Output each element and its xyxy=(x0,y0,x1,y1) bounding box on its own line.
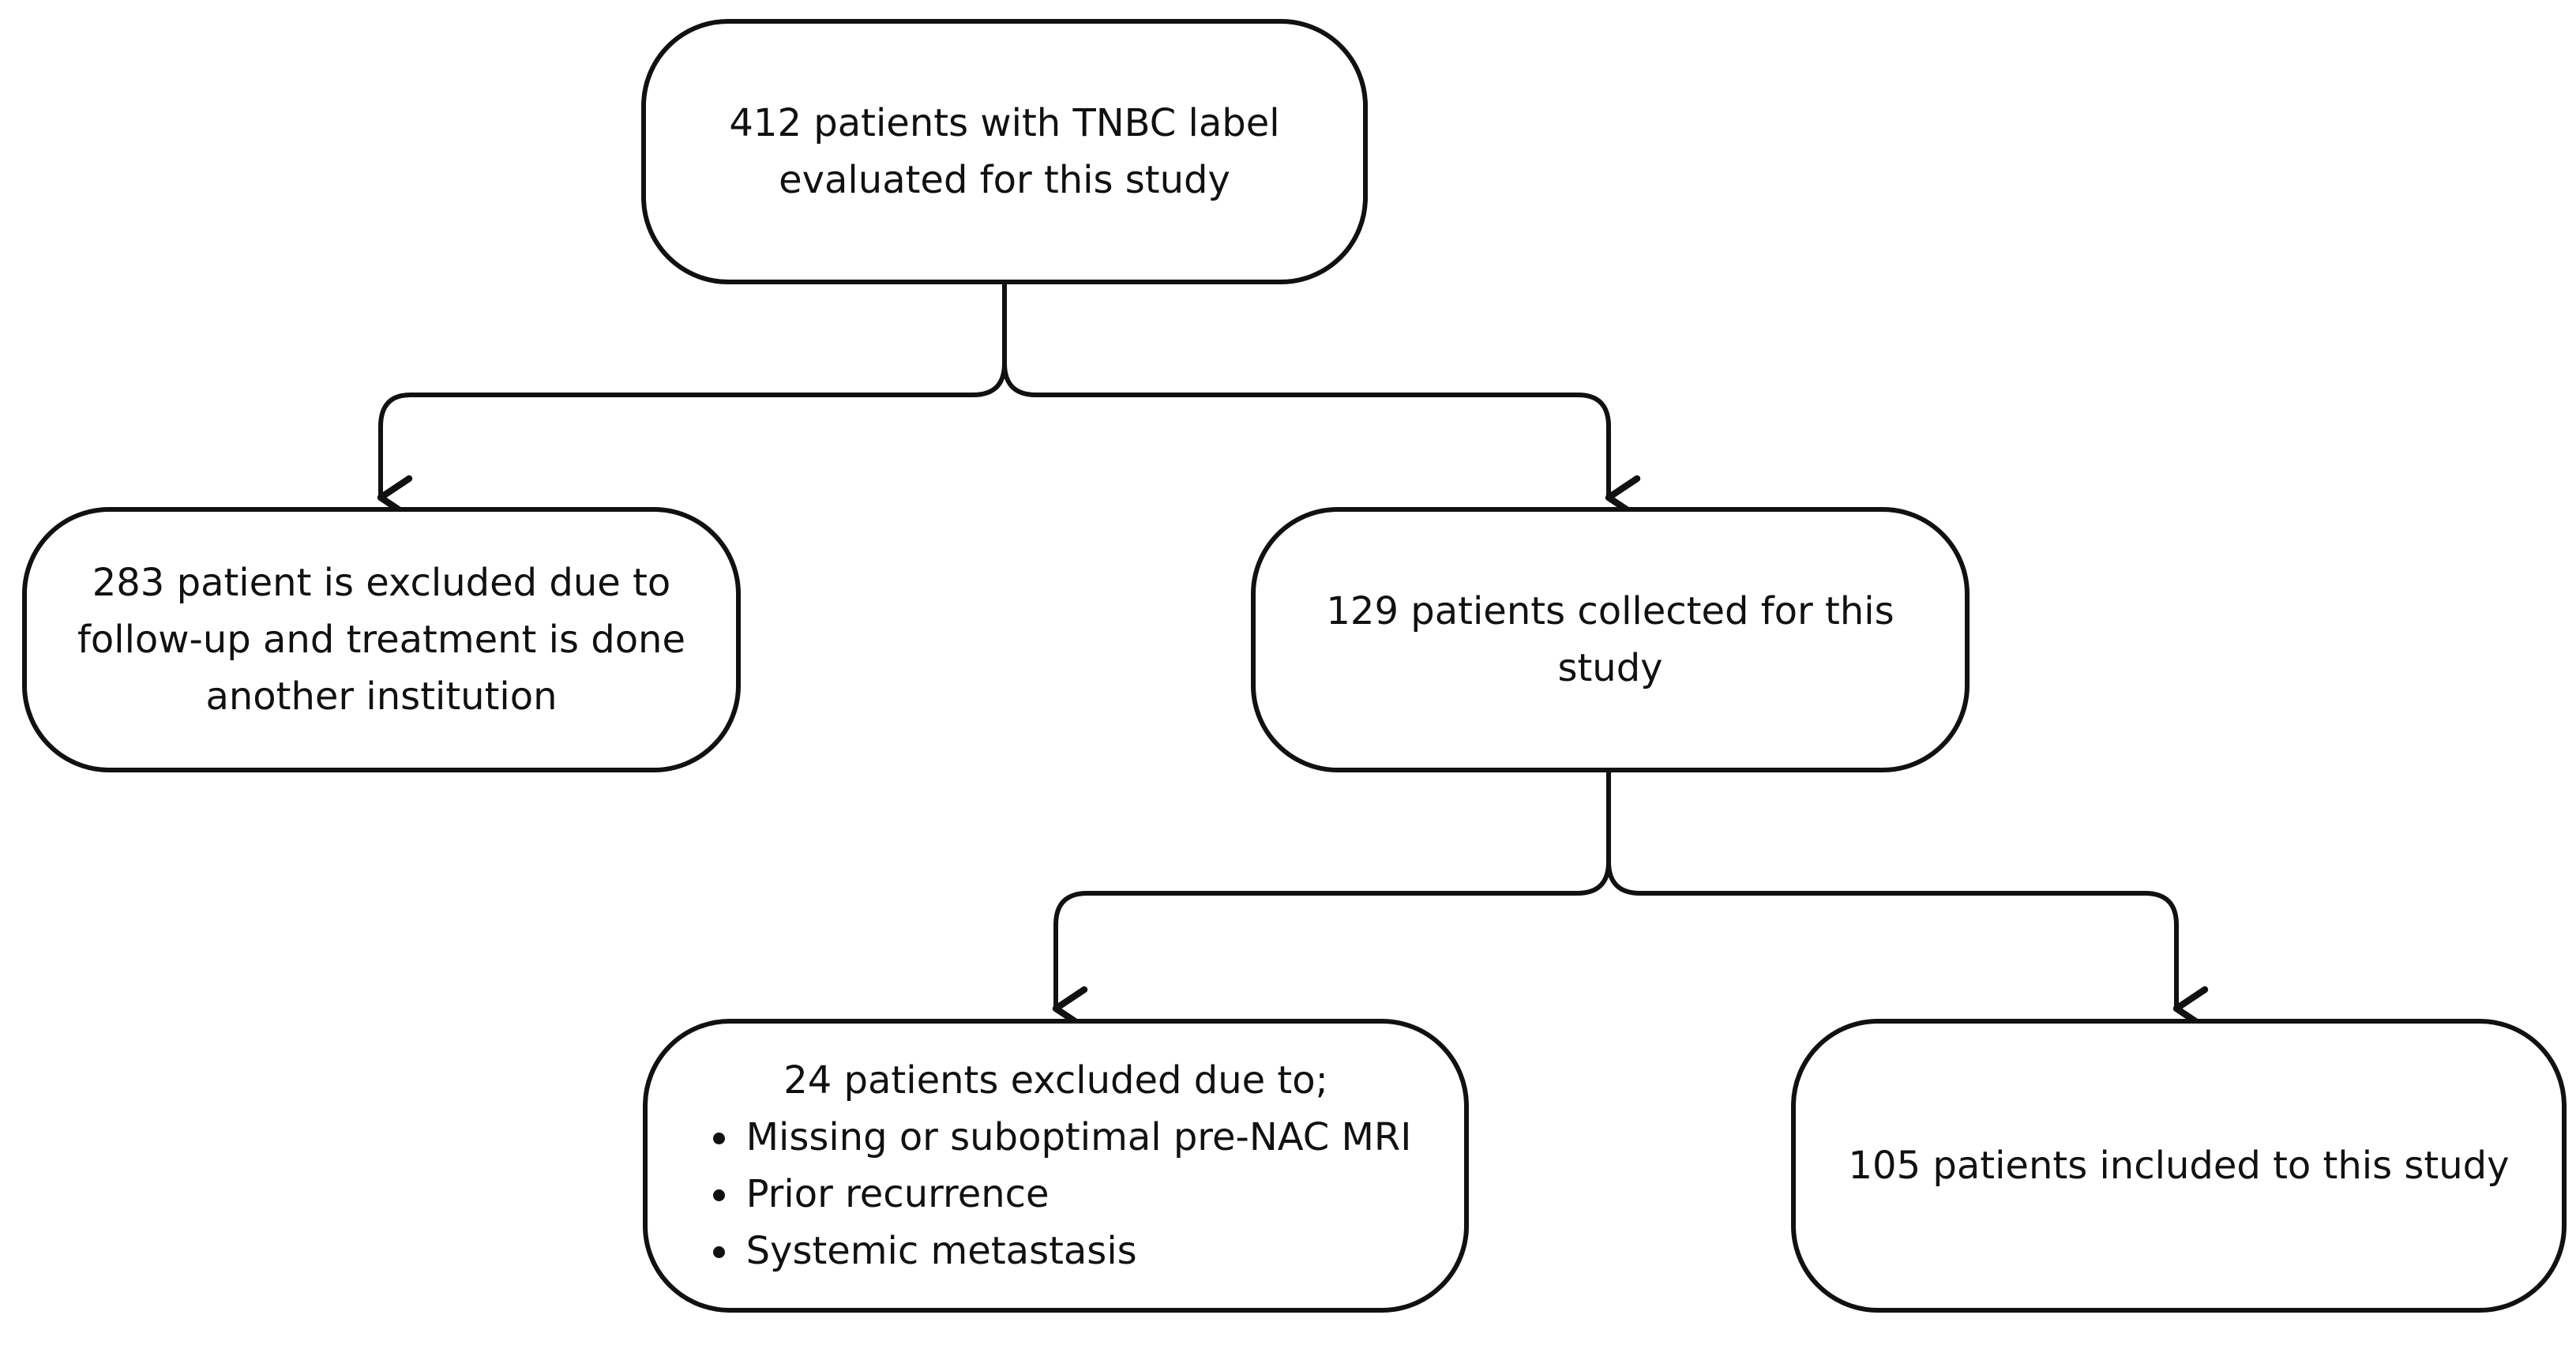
exclusion-reason-item: Systemic metastasis xyxy=(742,1223,1412,1279)
excluded-institution-box: 283 patient is excluded due to follow-up… xyxy=(22,507,741,772)
exclusion-reason-list: Missing or suboptimal pre-NAC MRI Prior … xyxy=(700,1109,1412,1279)
collected-patients-text: 129 patients collected for this study xyxy=(1326,589,1894,690)
excluded-criteria-box: 24 patients excluded due to; Missing or … xyxy=(643,1019,1469,1313)
excluded-criteria-title: 24 patients excluded due to; xyxy=(783,1058,1328,1103)
connector-collected-to-excluded-criteria xyxy=(1052,770,1611,1031)
excluded-institution-text: 283 patient is excluded due to follow-up… xyxy=(77,561,686,719)
connector-evaluated-to-excluded-institution xyxy=(377,282,1007,520)
included-patients-text: 105 patients included to this study xyxy=(1848,1144,2510,1188)
evaluated-patients-box: 412 patients with TNBC label evaluated f… xyxy=(641,19,1368,284)
collected-patients-box: 129 patients collected for this study xyxy=(1251,507,1970,772)
included-patients-box: 105 patients included to this study xyxy=(1791,1019,2567,1313)
exclusion-reason-item: Missing or suboptimal pre-NAC MRI xyxy=(742,1109,1412,1166)
evaluated-patients-text: 412 patients with TNBC label evaluated f… xyxy=(729,101,1280,202)
connector-evaluated-to-collected xyxy=(1002,282,1641,520)
exclusion-reason-item: Prior recurrence xyxy=(742,1166,1412,1223)
connector-collected-to-included xyxy=(1606,770,2209,1031)
